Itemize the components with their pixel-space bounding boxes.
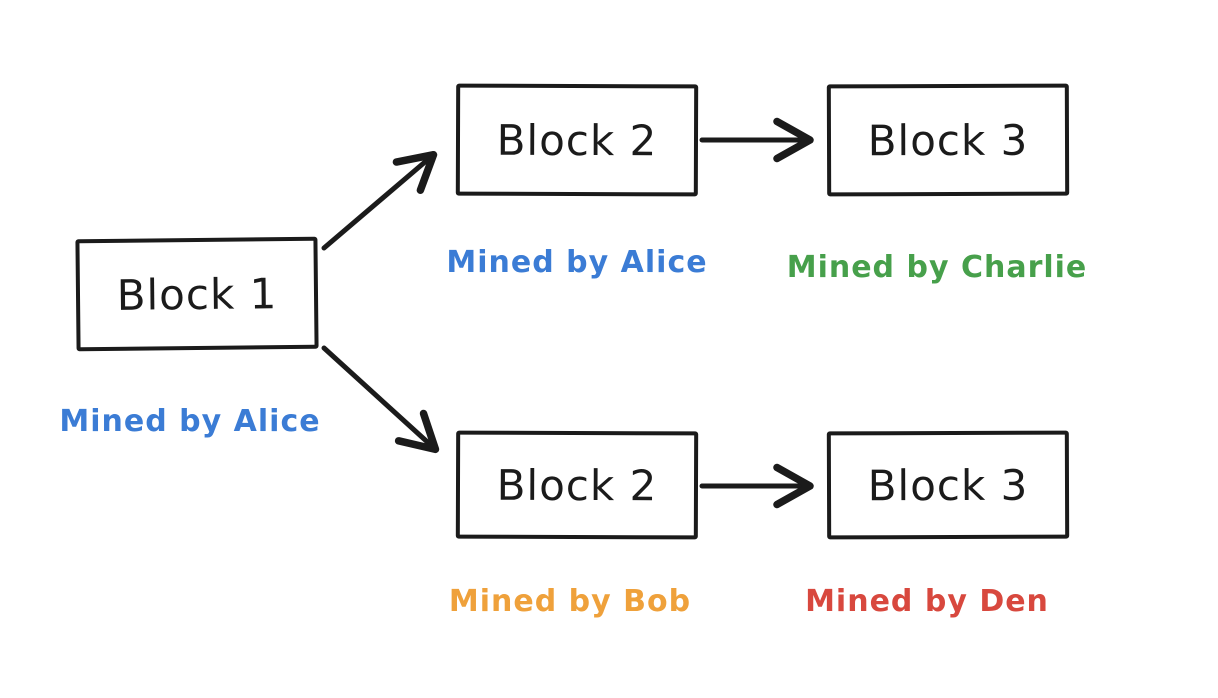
caption-block-2-top: Mined by Alice — [446, 245, 708, 280]
arrow-block1-to-block2-top — [321, 150, 438, 251]
node-block-1: Block 1 — [75, 236, 319, 352]
node-label: Block 2 — [496, 115, 658, 165]
node-block-3-bottom: Block 3 — [826, 430, 1070, 540]
node-label: Block 1 — [116, 268, 278, 320]
node-label: Block 2 — [496, 460, 658, 510]
node-label: Block 3 — [867, 115, 1029, 165]
arrow-block1-to-block2-bottom — [321, 345, 440, 454]
node-block-2-bottom: Block 2 — [455, 430, 699, 540]
caption-block-1: Mined by Alice — [59, 404, 321, 439]
node-block-2-top: Block 2 — [455, 83, 699, 197]
caption-block-2-bottom: Mined by Bob — [448, 584, 692, 619]
caption-block-3-top: Mined by Charlie — [786, 250, 1088, 285]
node-label: Block 3 — [867, 460, 1029, 510]
node-block-3-top: Block 3 — [826, 83, 1070, 197]
caption-block-3-bottom: Mined by Den — [805, 584, 1049, 619]
